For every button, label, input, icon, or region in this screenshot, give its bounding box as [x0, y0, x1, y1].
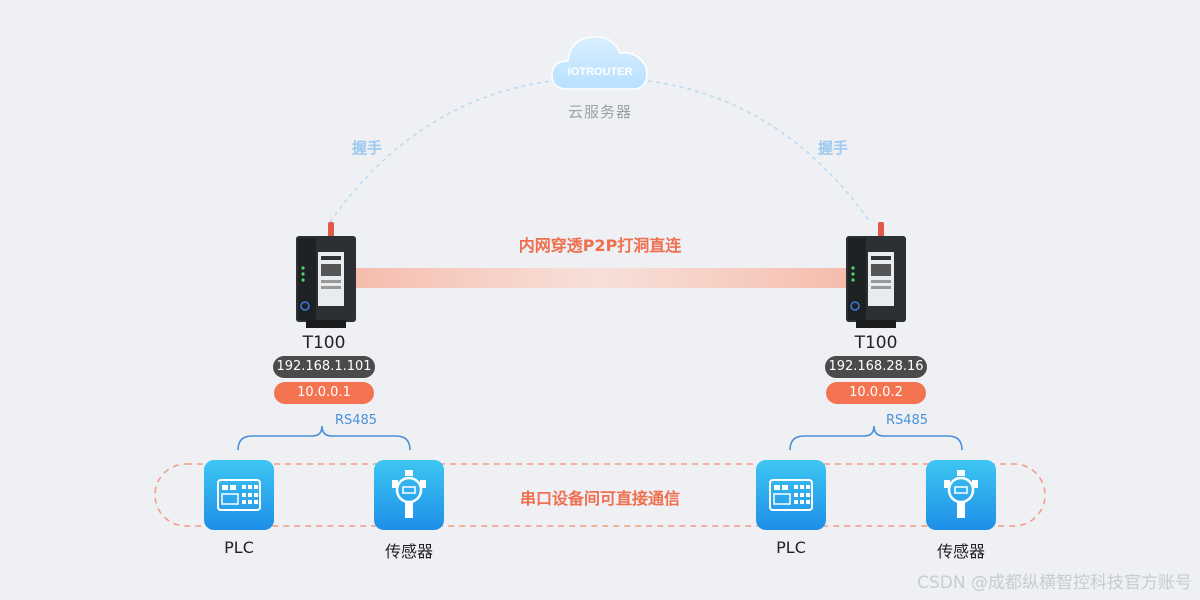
rs485-label-right: RS485 — [885, 413, 929, 428]
cloud-server-label: 云服务器 — [567, 103, 633, 121]
router-vpn-ip-left: 10.0.0.1 — [274, 382, 374, 404]
router-model-right: T100 — [854, 333, 898, 353]
rs485-bracket-right — [789, 425, 963, 451]
device-label-sensor-left: 传感器 — [384, 542, 434, 561]
cloud-server-icon: IOTROUTER — [551, 36, 648, 90]
handshake-arc-left — [329, 79, 561, 223]
cloud-logo-text: IOTROUTER — [568, 66, 633, 78]
watermark: CSDN @成都纵横智控科技官方账号 — [917, 573, 1192, 593]
device-label-plc-right: PLC — [776, 538, 806, 557]
router-model-left: T100 — [302, 333, 346, 353]
handshake-arc-right — [639, 79, 871, 223]
serial-direct-label: 串口设备间可直接通信 — [519, 489, 681, 508]
router-device-left-icon — [296, 222, 356, 328]
sensor-icon — [374, 460, 444, 530]
router-public-ip-right: 192.168.28.16 — [825, 356, 927, 378]
p2p-direct-label: 内网穿透P2P打洞直连 — [518, 236, 682, 255]
handshake-label-right: 握手 — [817, 139, 849, 157]
p2p-beam — [352, 268, 847, 288]
plc-icon — [756, 460, 826, 530]
plc-icon — [204, 460, 274, 530]
handshake-label-left: 握手 — [351, 139, 383, 157]
rs485-bracket-left — [237, 425, 411, 451]
device-label-plc-left: PLC — [224, 538, 254, 557]
router-device-right-icon — [846, 222, 906, 328]
router-vpn-ip-right: 10.0.0.2 — [826, 382, 926, 404]
sensor-icon — [926, 460, 996, 530]
router-public-ip-left: 192.168.1.101 — [273, 356, 375, 378]
rs485-label-left: RS485 — [334, 413, 378, 428]
device-label-sensor-right: 传感器 — [936, 542, 986, 561]
